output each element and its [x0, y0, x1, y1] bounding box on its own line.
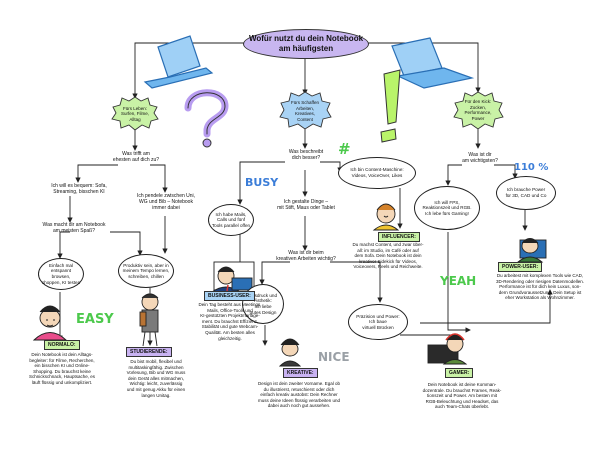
word-nice: NICE: [318, 350, 350, 364]
word-easy: EASY: [76, 312, 114, 327]
person-gamer: [427, 333, 468, 365]
role-poweruser: POWER-USER:: [498, 262, 543, 272]
category-kick: Für den Kick: Zocken, Performance, Power: [464, 99, 492, 121]
option-bequem: Ich will es bequem: Sofa, Streaming, bis…: [51, 183, 107, 195]
main-title: Wofür nutzt du dein Notebook am häufigst…: [243, 29, 369, 59]
category-schaffen: Fürs Schaffen Arbeiten, Kreatives, Conte…: [291, 100, 319, 122]
bubble-power-ki: Ich brauche Power für 3D, CAD und Co: [496, 176, 556, 210]
bubble-mails: Ich habe Mails, Calls und fünf Tools par…: [208, 204, 254, 236]
word-yeah: YEAH: [440, 274, 477, 288]
role-kreative: KREATIVE:: [283, 368, 318, 378]
role-normalo: NORMALO:: [44, 340, 80, 350]
desc-business: Dein Tag besteht aus Meetings, Mails, Of…: [198, 302, 262, 341]
desc-normalo: Dein Notebook ist dein Alltags- begleite…: [28, 352, 96, 385]
bubble-content: Ich bin Content-Maschine: Videos, VoiceO…: [338, 157, 416, 189]
burst-shape-kick: [453, 91, 504, 130]
desc-kreative: Design ist dein zweiter Vorname. Egal ob…: [257, 381, 341, 409]
role-gamer: GAMER:: [445, 368, 474, 378]
question-kreativ: Was ist dir beim kreativen Arbeiten wich…: [276, 250, 336, 262]
question-schaffen: Was beschreibt dich besser?: [288, 149, 324, 161]
role-studierende: STUDIERENDE:: [126, 347, 172, 357]
person-normalo: [32, 305, 68, 341]
bubble-ausdruck: Ausdruck und Ästhetik: Ich liebe gutes D…: [242, 284, 284, 324]
desc-influencer: Du machst Content, und zwar über- all: i…: [352, 242, 424, 270]
desc-gamer: Dein Notebook ist deine Komman- dozentra…: [422, 382, 502, 410]
word-110-percent: 110 %: [514, 162, 549, 173]
hash-icon: #: [338, 140, 351, 158]
laptop-icon-right: [391, 37, 475, 89]
option-gestalte: Ich gestalte Dinge – mit Stift, Maus ode…: [277, 199, 335, 211]
burst-shape-leben: [111, 96, 159, 131]
question-leben: Was trifft am ehesten auf dich zu?: [112, 151, 160, 163]
person-influencer: [372, 203, 400, 231]
desc-studierende: Du bist mobil, flexibel und multitasking…: [126, 359, 186, 398]
question-mark-icon: [184, 89, 229, 148]
bubble-praezision: Präzision und Power: Ich baue virtuell B…: [348, 304, 408, 340]
desc-poweruser: Du arbeitest mit komplexen Tools wie CAD…: [495, 273, 585, 301]
person-kreative: [278, 338, 302, 367]
question-spass: Was macht dir am Notebook am meisten Spa…: [42, 222, 106, 234]
word-busy: BUSY: [245, 176, 279, 189]
question-kick: Was ist dir am wichtigsten?: [462, 152, 498, 164]
category-leben: Fürs Leben: Surfen, Filme, Alltag: [120, 105, 149, 122]
bubble-fps: Ich will FPS, Reaktionszeit und RGB. Ich…: [414, 186, 480, 230]
option-pendel: Ich pendele zwischen Uni, WG und Bib – N…: [136, 193, 196, 211]
person-business: [210, 261, 255, 293]
role-business: BUSINESS-USER:: [204, 291, 255, 301]
role-influencer: INFLUENCER:: [378, 232, 420, 242]
laptop-icon-left: [143, 35, 214, 89]
person-poweruser: [516, 238, 547, 263]
exclamation-mark-icon: [380, 69, 401, 143]
bubble-produktiv: Produktiv sein, aber in meinem Tempo ler…: [118, 254, 174, 288]
person-studierende: [139, 293, 159, 347]
bubble-einfach: Einfach mal entspannt browsen, shoppen, …: [38, 258, 84, 290]
burst-shape-schaffen: [279, 91, 332, 130]
